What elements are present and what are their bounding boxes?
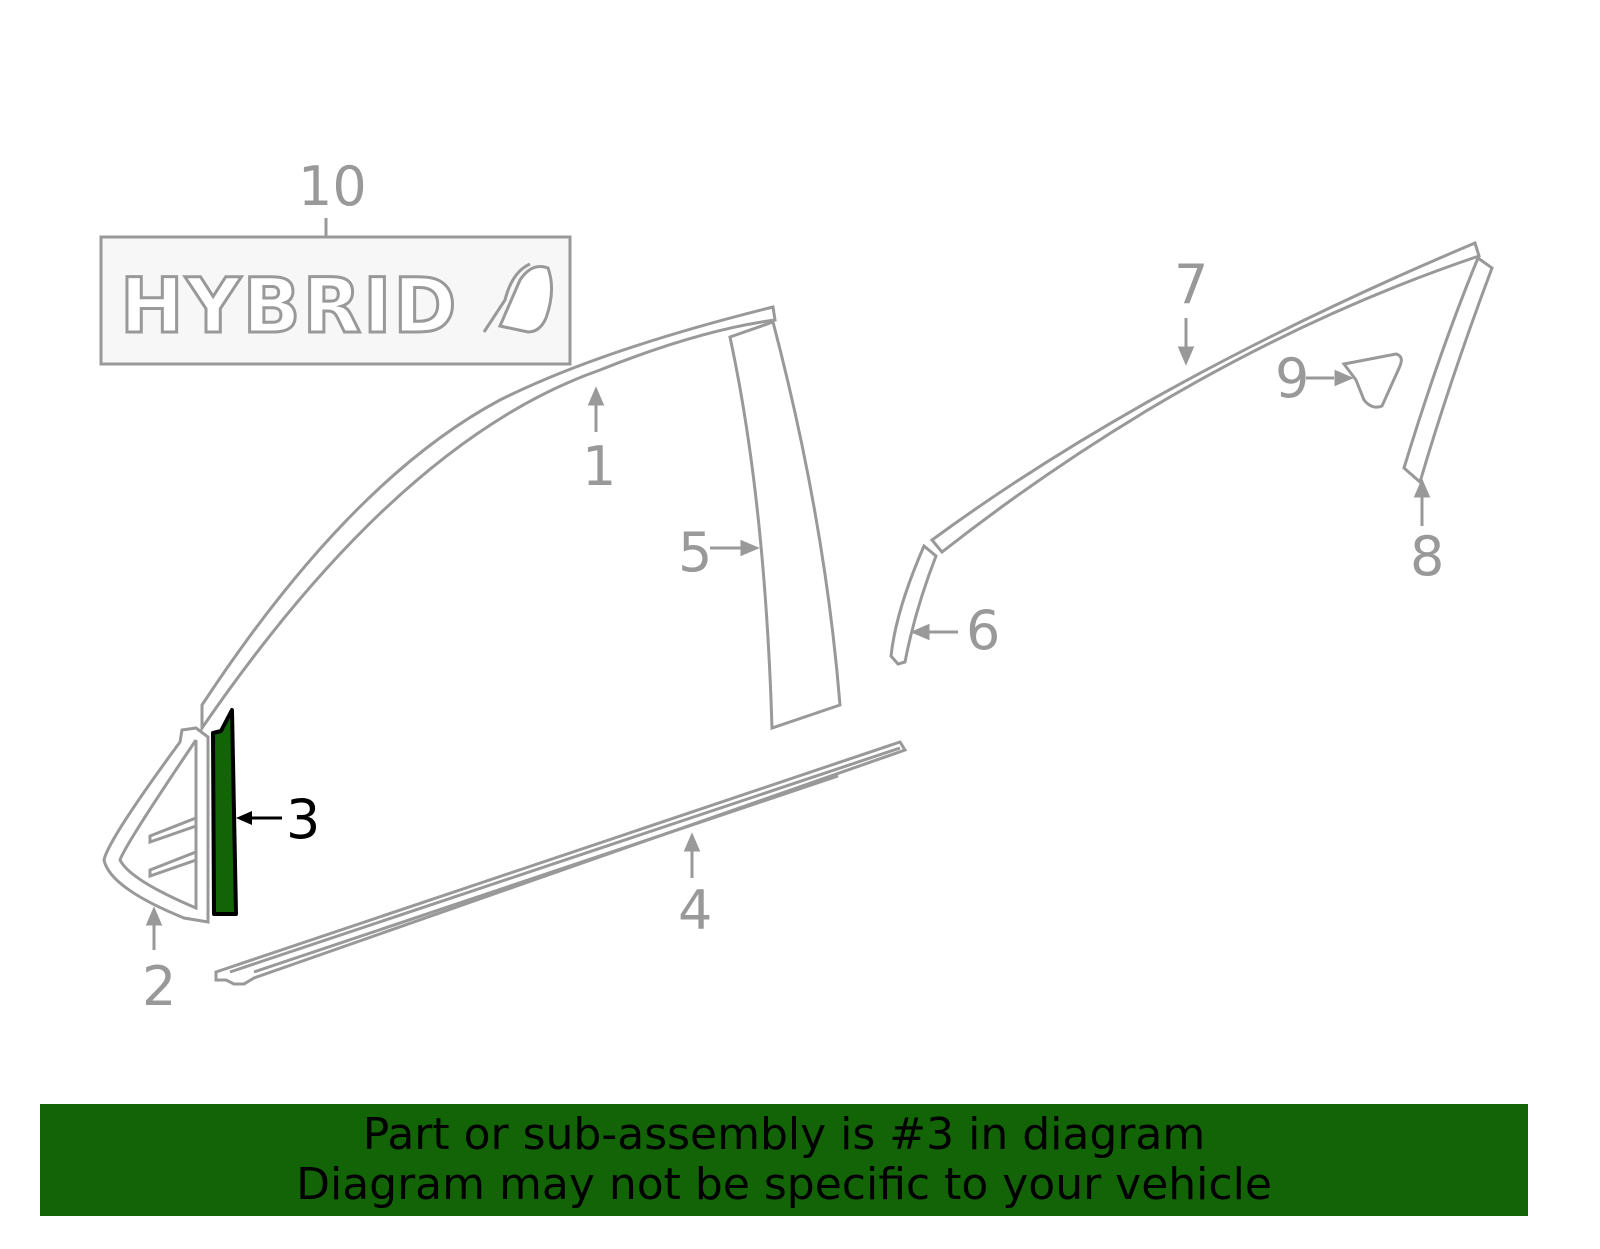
part-9-clip[interactable] — [1306, 352, 1403, 409]
callout-1[interactable]: 1 — [582, 435, 617, 498]
callout-10[interactable]: 10 — [298, 155, 367, 218]
part-4-belt-molding[interactable] — [214, 740, 908, 986]
callout-9[interactable]: 9 — [1275, 347, 1310, 410]
part-7-roof-molding[interactable] — [929, 240, 1481, 555]
callout-2[interactable]: 2 — [142, 955, 177, 1018]
hybrid-badge-text: HYBRID — [120, 261, 458, 350]
callout-6[interactable]: 6 — [966, 599, 1001, 662]
callout-4[interactable]: 4 — [678, 879, 713, 942]
callout-8[interactable]: 8 — [1410, 525, 1445, 588]
callout-5[interactable]: 5 — [678, 521, 713, 584]
callout-3[interactable]: 3 — [286, 788, 321, 851]
notice-banner: Part or sub-assembly is #3 in diagram Di… — [40, 1104, 1528, 1216]
part-2-corner-trim[interactable] — [102, 726, 210, 950]
part-1-roof-molding[interactable] — [200, 305, 777, 733]
callout-7[interactable]: 7 — [1174, 253, 1209, 316]
notice-line-part: Part or sub-assembly is #3 in diagram — [362, 1109, 1206, 1160]
part-3-highlighted-garnish[interactable] — [211, 708, 282, 916]
part-5-pillar-garnish[interactable] — [710, 320, 842, 731]
part-8-pillar-molding[interactable] — [1402, 255, 1494, 526]
part-10-hybrid-emblem[interactable]: HYBRID — [99, 218, 572, 366]
notice-line-disclaimer: Diagram may not be specific to your vehi… — [296, 1159, 1272, 1210]
part-6-molding[interactable] — [889, 543, 958, 666]
